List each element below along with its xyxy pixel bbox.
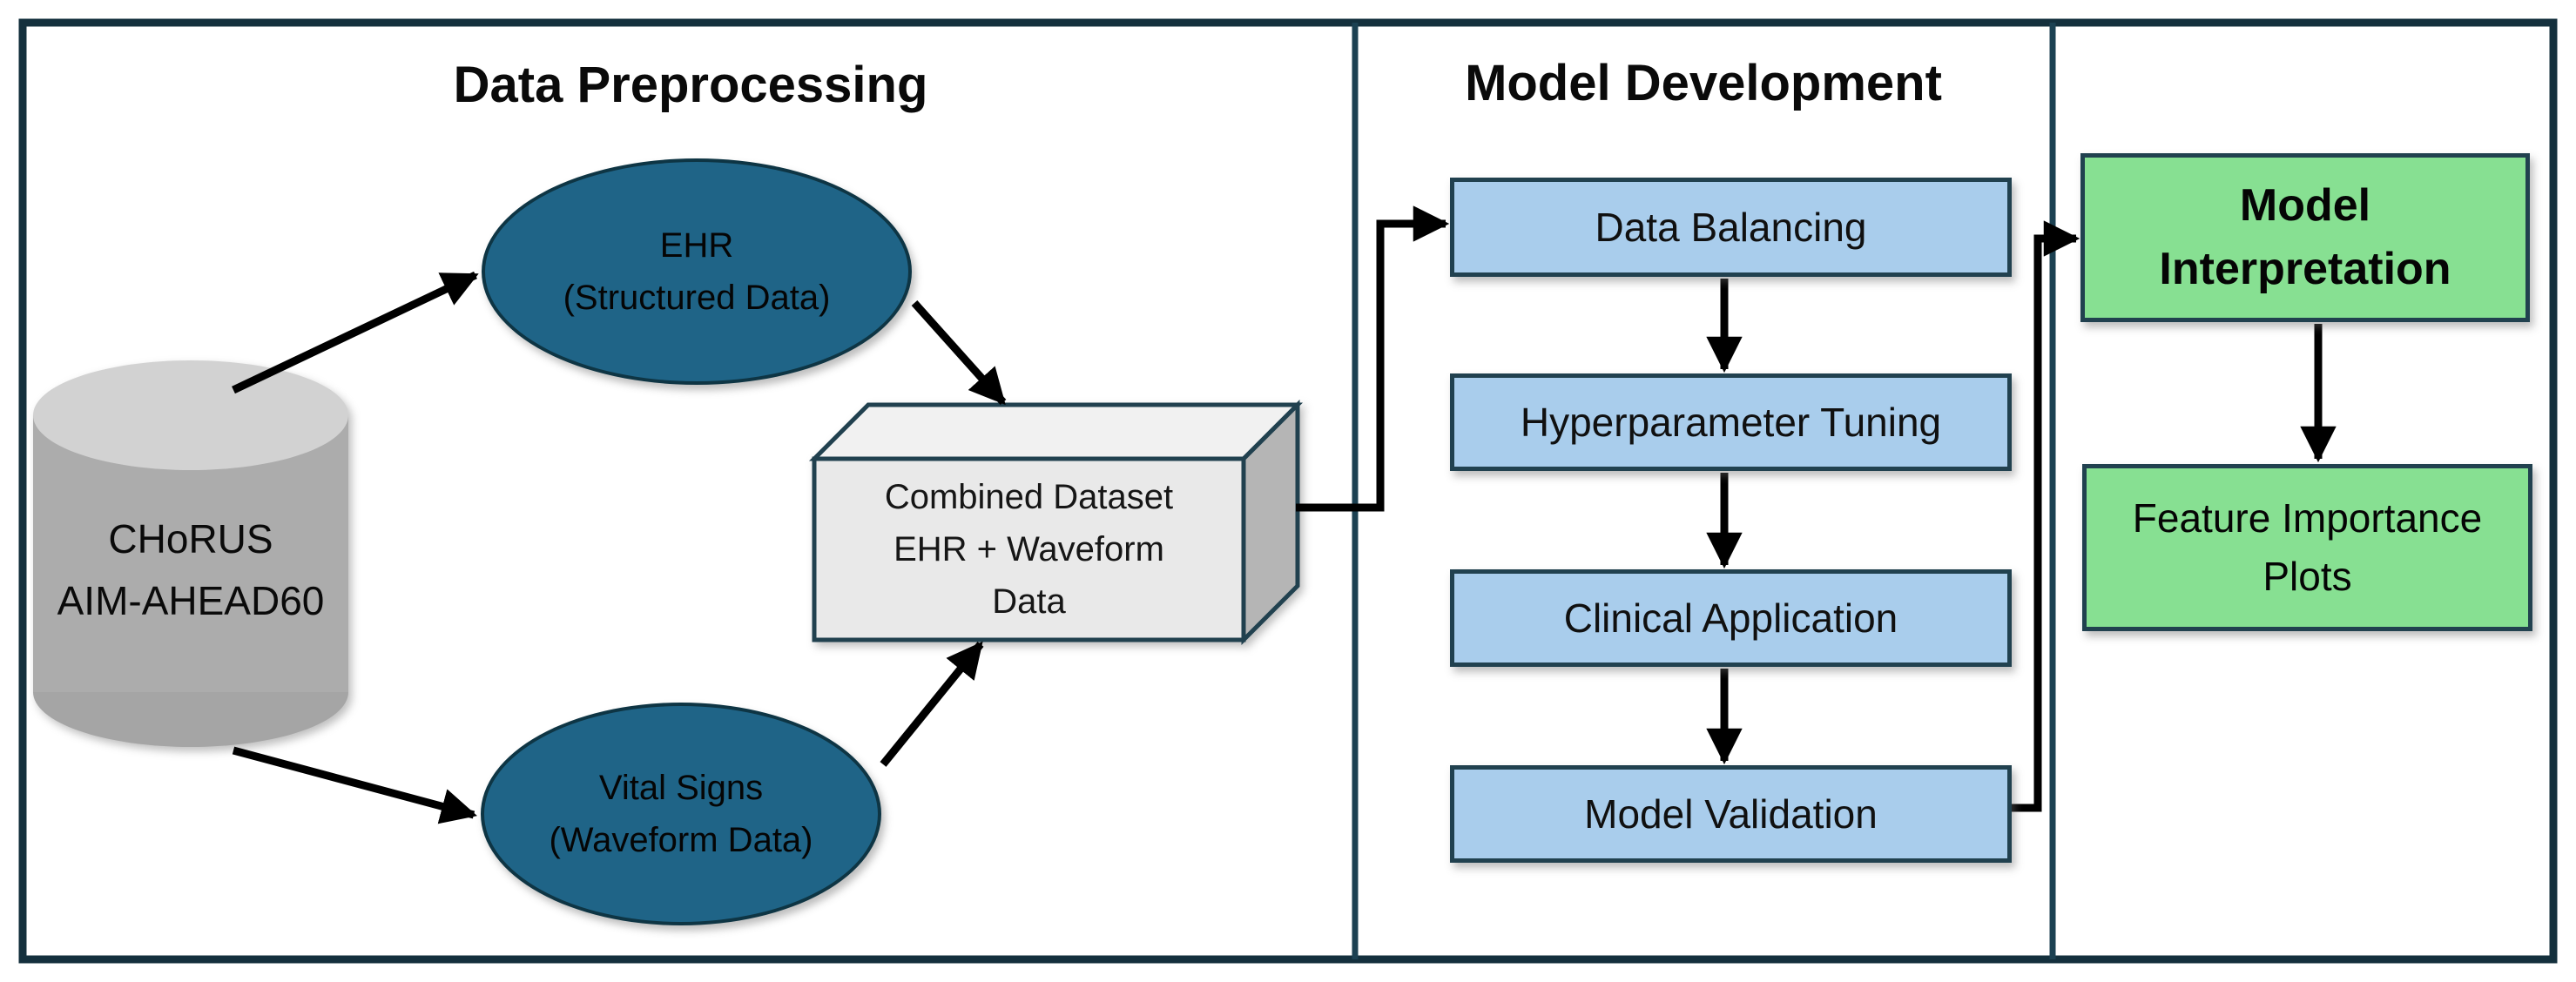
combined-label-line3: Data [992, 582, 1066, 621]
combined-label-line1: Combined Dataset [884, 478, 1174, 516]
arrow-db-to-ehr [232, 271, 479, 394]
vitals-label-line2: (Waveform Data) [549, 821, 813, 859]
step-data-balancing: Data Balancing [1450, 178, 2012, 277]
step-model-validation: Model Validation [1450, 765, 2012, 863]
section-title-data-preprocessing: Data Preprocessing [453, 57, 928, 113]
ehr-label-line2: (Structured Data) [563, 279, 831, 317]
step-hyperparameter-tuning: Hyperparameter Tuning [1450, 373, 2012, 471]
feature-importance-line1: Feature Importance [2132, 495, 2483, 541]
database-name-line1: CHoRUS [108, 515, 273, 562]
ehr-ellipse: EHR (Structured Data) [482, 158, 912, 385]
step-clinical-application: Clinical Application [1450, 569, 2012, 667]
arrow-ehr-to-combined [911, 299, 1007, 406]
feature-importance-plots-box: Feature Importance Plots [2082, 464, 2532, 631]
ehr-label-line1: EHR [659, 226, 734, 265]
combined-label-line2: EHR + Waveform [894, 530, 1164, 568]
outer-border [18, 18, 2558, 964]
arrow-db-to-vitals [232, 746, 477, 824]
database-cylinder-icon [33, 360, 348, 747]
combined-dataset-3d-box [808, 399, 1304, 646]
arrow-combined-to-data-balancing [1296, 205, 1450, 512]
database-name-line2: AIM-AHEAD60 [57, 578, 325, 623]
feature-importance-line2: Plots [2262, 554, 2352, 599]
database-cylinder-label: CHoRUS AIM-AHEAD60 [33, 483, 348, 657]
arrow-validation-to-interpretation [2012, 220, 2080, 812]
vitals-label-line1: Vital Signs [598, 769, 764, 807]
combined-dataset-label: Combined Dataset EHR + Waveform Data [814, 459, 1244, 640]
model-interpretation-line2: Interpretation [2159, 244, 2451, 294]
model-interpretation-line1: Model [2239, 180, 2371, 232]
section-title-model-development: Model Development [1465, 55, 1942, 111]
arrow-vitals-to-combined [880, 641, 984, 767]
model-interpretation-box: Model Interpretation [2080, 153, 2530, 322]
vital-signs-ellipse: Vital Signs (Waveform Data) [481, 703, 881, 925]
